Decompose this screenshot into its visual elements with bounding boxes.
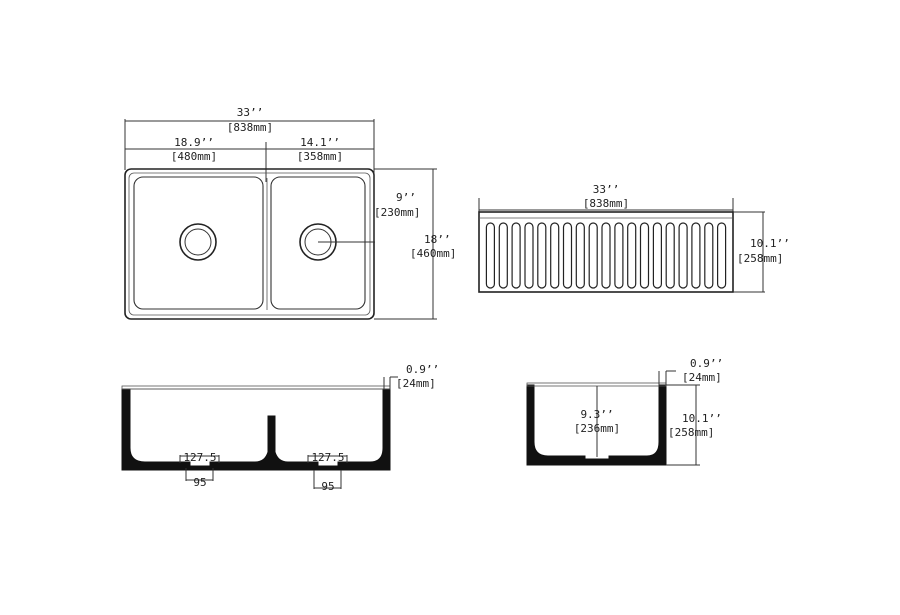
front-height-mm-label: [258mm] <box>737 252 783 265</box>
top-view-sink-outline <box>124 168 375 320</box>
apron-flute <box>652 222 663 289</box>
overall-width-mm-label: [838mm] <box>227 121 273 134</box>
front-width-dimension: 33’’ [838mm] <box>478 183 734 212</box>
apron-flute <box>498 222 508 289</box>
bowl-depth-mm-label: [236mm] <box>574 422 620 435</box>
apron-flute <box>716 222 727 289</box>
top-view-rim <box>128 172 371 316</box>
apron-flute <box>691 222 701 289</box>
front-view: 33’’ [838mm] 10.1’’ [258mm] <box>478 183 790 293</box>
apron-outline <box>478 211 734 293</box>
side-section-rim-dimension: 0.9’’ [24mm] <box>658 357 723 385</box>
left-drain-inner-label: 95 <box>193 476 206 489</box>
apron-flute <box>614 222 624 289</box>
side-section-view: 9.3’’ [236mm] 0.9’’ [24mm] 10.1’’ [258mm… <box>526 357 723 466</box>
apron-flute <box>537 222 547 289</box>
apron-flute <box>485 222 495 289</box>
apron-flute <box>704 222 714 289</box>
right-drain-outer-label: 127.5 <box>311 451 344 464</box>
apron-flute <box>524 222 534 289</box>
side-height-mm-label: [258mm] <box>668 426 714 439</box>
left-drain-icon <box>179 223 217 261</box>
front-rim-mm-label: [24mm] <box>396 377 436 390</box>
front-section-view: 127.5 95 127.5 95 0.9’’ [24mm] <box>121 363 439 493</box>
apron-flute <box>588 222 598 289</box>
right-drain-dimension: 127.5 95 <box>307 451 348 493</box>
side-rim-mm-label: [24mm] <box>682 371 722 384</box>
left-drain-dimension: 127.5 95 <box>179 451 220 489</box>
front-width-inch-label: 33’’ <box>593 183 620 196</box>
overall-width-inch-label: 33’’ <box>237 106 264 119</box>
apron-flute <box>678 222 688 289</box>
side-height-dimension: 10.1’’ [258mm] <box>666 384 722 466</box>
front-section-shell <box>121 388 391 471</box>
front-height-dimension: 10.1’’ [258mm] <box>733 211 790 293</box>
bowl-depth-dimension: 9.3’’ [236mm] <box>574 386 620 457</box>
apron-flute <box>575 222 585 289</box>
front-height-inch-label: 10.1’’ <box>750 237 790 250</box>
bowl-depth-inch-label: 9.3’’ <box>580 408 613 421</box>
apron-flute <box>639 222 650 289</box>
apron-flute <box>550 222 560 289</box>
apron-flute <box>601 222 611 289</box>
overall-width-dimension: 33’’ [838mm] <box>124 106 375 170</box>
left-bowl-width-mm-label: [480mm] <box>171 150 217 163</box>
front-section-rim-dimension: 0.9’’ [24mm] <box>383 363 439 390</box>
bowl-width-dimensions: 18.9’’ [480mm] 14.1’’ [358mm] <box>125 136 374 182</box>
right-bowl <box>270 176 366 310</box>
apron-flutes <box>485 222 727 289</box>
right-drain-inner-label: 95 <box>321 480 334 493</box>
depth-dimension: 18’’ [460mm] <box>374 168 456 320</box>
right-bowl-width-inch-label: 14.1’’ <box>300 136 340 149</box>
drain-offset-inch-label: 9’’ <box>396 191 416 204</box>
left-drain-outer-label: 127.5 <box>183 451 216 464</box>
side-rim-inch-label: 0.9’’ <box>690 357 723 370</box>
drain-offset-mm-label: [230mm] <box>374 206 420 219</box>
apron-flute <box>511 222 521 289</box>
apron-flute <box>627 222 637 289</box>
left-bowl <box>133 176 264 310</box>
depth-inch-label: 18’’ <box>424 233 451 246</box>
depth-mm-label: [460mm] <box>410 247 456 260</box>
side-section-shell <box>526 384 667 466</box>
front-rim-inch-label: 0.9’’ <box>406 363 439 376</box>
drain-offset-dimension: 9’’ [230mm] <box>318 168 420 243</box>
side-height-inch-label: 10.1’’ <box>682 412 722 425</box>
front-width-mm-label: [838mm] <box>583 197 629 210</box>
top-view: 33’’ [838mm] 18.9’’ [480mm] 14.1’’ [358m… <box>124 106 456 320</box>
right-bowl-width-mm-label: [358mm] <box>297 150 343 163</box>
apron-flute <box>665 222 675 289</box>
left-bowl-width-inch-label: 18.9’’ <box>174 136 214 149</box>
apron-flute <box>562 222 573 289</box>
